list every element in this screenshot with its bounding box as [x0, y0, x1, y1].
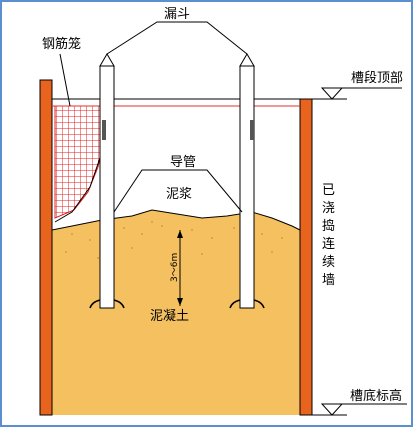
- funnel-leader: [106, 21, 248, 55]
- rebar-cage-leader: [59, 53, 71, 107]
- completed-wall-label-1: 已: [322, 183, 335, 198]
- completed-wall-label-2: 浇: [322, 201, 335, 216]
- tremie-pipe-left: [89, 53, 125, 309]
- completed-wall-label-5: 续: [322, 255, 335, 270]
- trench-top-marker: [320, 87, 344, 100]
- tremie-pipe-right: [229, 53, 265, 309]
- slurry-label: 泥浆: [166, 187, 192, 202]
- funnel-label: 漏斗: [164, 6, 190, 22]
- completed-wall: [299, 98, 313, 416]
- completed-wall-label-6: 墙: [322, 273, 335, 288]
- trench-bottom-label: 槽底标高: [350, 388, 402, 404]
- completed-wall-label-4: 连: [322, 236, 335, 252]
- tremie-pipe-leader: [113, 169, 243, 213]
- tremie-pipe-label: 导管: [170, 155, 196, 170]
- rebar-cage-label: 钢筋笼: [42, 36, 81, 52]
- concrete-label: 泥凝土: [150, 308, 189, 324]
- completed-wall-label-3: 捣: [322, 218, 335, 234]
- trench-bottom-marker: [320, 403, 344, 416]
- depth-label: 3～6m: [170, 253, 180, 282]
- rebar-cage: [54, 105, 108, 219]
- depth-dimension: [177, 230, 183, 306]
- trench-top-label: 槽段顶部: [351, 71, 403, 86]
- left-trench-wall: [39, 79, 53, 416]
- concrete-surface: [51, 209, 301, 231]
